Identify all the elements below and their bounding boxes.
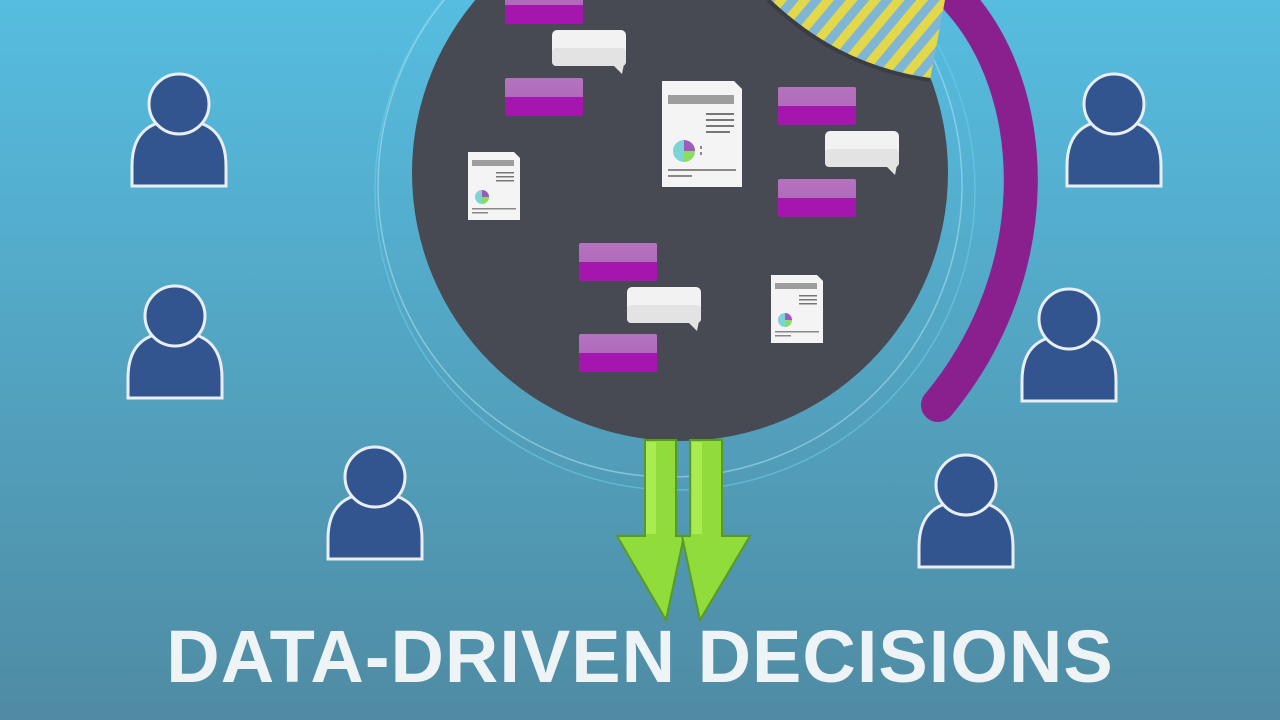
purple-progress-arc bbox=[921, 0, 1038, 422]
purple-tag bbox=[505, 0, 583, 24]
wedge-edge bbox=[766, 0, 931, 82]
purple-tag bbox=[579, 334, 657, 372]
down-arrow-icon bbox=[615, 439, 686, 623]
purple-tag bbox=[505, 78, 583, 116]
report-document-icon bbox=[771, 275, 823, 343]
headline: DATA-DRIVEN DECISIONS bbox=[166, 615, 1114, 698]
down-arrow-icon bbox=[680, 439, 752, 623]
purple-tag bbox=[778, 87, 856, 125]
report-document-icon bbox=[662, 81, 742, 187]
striped-wedge bbox=[768, 0, 945, 80]
report-document-icon bbox=[468, 152, 520, 220]
purple-tag bbox=[579, 243, 657, 281]
purple-tag bbox=[778, 179, 856, 217]
